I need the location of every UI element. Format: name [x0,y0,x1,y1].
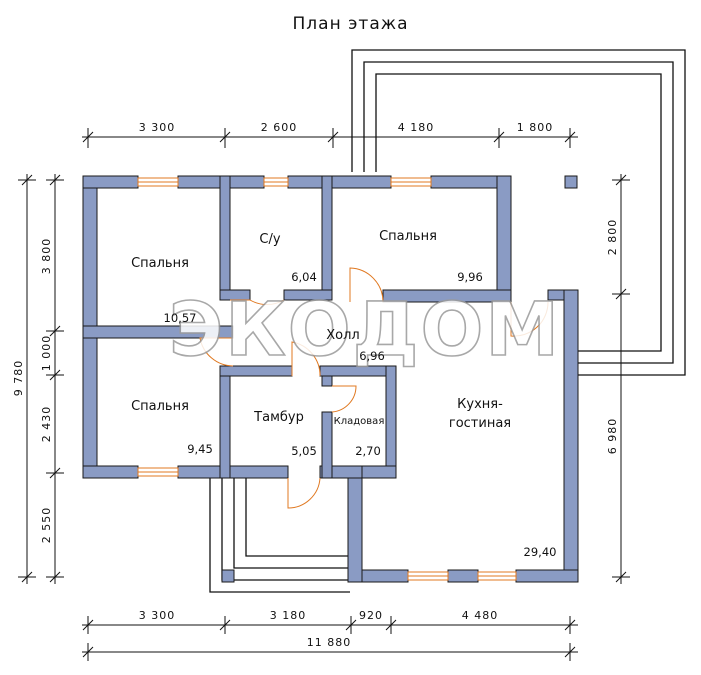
dim-bottom-total: 11 880 [307,636,352,649]
room-labels: Спальня 10,57 С/у 6,04 Спальня 9,96 Холл… [131,229,556,559]
dimension-labels: 3 300 2 600 4 180 1 800 3 300 3 180 920 … [12,121,619,649]
dimension-lines [18,128,630,661]
vestibule-area: 5,05 [291,444,317,458]
dim-top-2: 2 600 [261,121,298,134]
dim-bottom-2: 3 180 [270,609,307,622]
pantry-name: Кладовая [334,416,385,427]
bathroom-area: 6,04 [291,270,317,284]
dim-top-4: 1 800 [517,121,554,134]
kitchen-area: 29,40 [524,545,557,559]
vestibule-name: Тамбур [253,410,304,425]
dim-left-2: 1 000 [40,335,53,372]
doors [199,267,549,509]
bedroom3-area: 9,45 [187,442,213,456]
hall-area: 6,96 [359,349,385,363]
dim-bottom-3: 920 [359,609,383,622]
terrace [351,49,686,376]
windows [137,177,517,581]
plan-title: План этажа [292,14,409,34]
dim-top-1: 3 300 [139,121,176,134]
bedroom2-name: Спальня [379,229,437,244]
dim-left-3: 2 430 [40,406,53,443]
dim-left-1: 3 800 [40,238,53,275]
dim-right-1: 2 800 [606,219,619,256]
walls [82,175,579,583]
dim-right-2: 6 980 [606,418,619,455]
dim-bottom-4: 4 480 [462,609,499,622]
bedroom2-area: 9,96 [457,270,483,284]
dim-left-4: 2 550 [40,507,53,544]
pantry-area: 2,70 [355,444,381,458]
kitchen-name-line1: Кухня- [457,397,503,412]
kitchen-name-line2: гостиная [449,416,511,431]
hall-name: Холл [326,328,359,343]
bedroom3-name: Спальня [131,399,189,414]
bedroom1-name: Спальня [131,256,189,271]
watermark: ЭКОДОМ [169,287,561,373]
dim-top-3: 4 180 [398,121,435,134]
dim-left-total: 9 780 [12,360,25,397]
dim-bottom-1: 3 300 [139,609,176,622]
bedroom1-area: 10,57 [164,311,197,325]
bathroom-name: С/у [259,232,280,247]
